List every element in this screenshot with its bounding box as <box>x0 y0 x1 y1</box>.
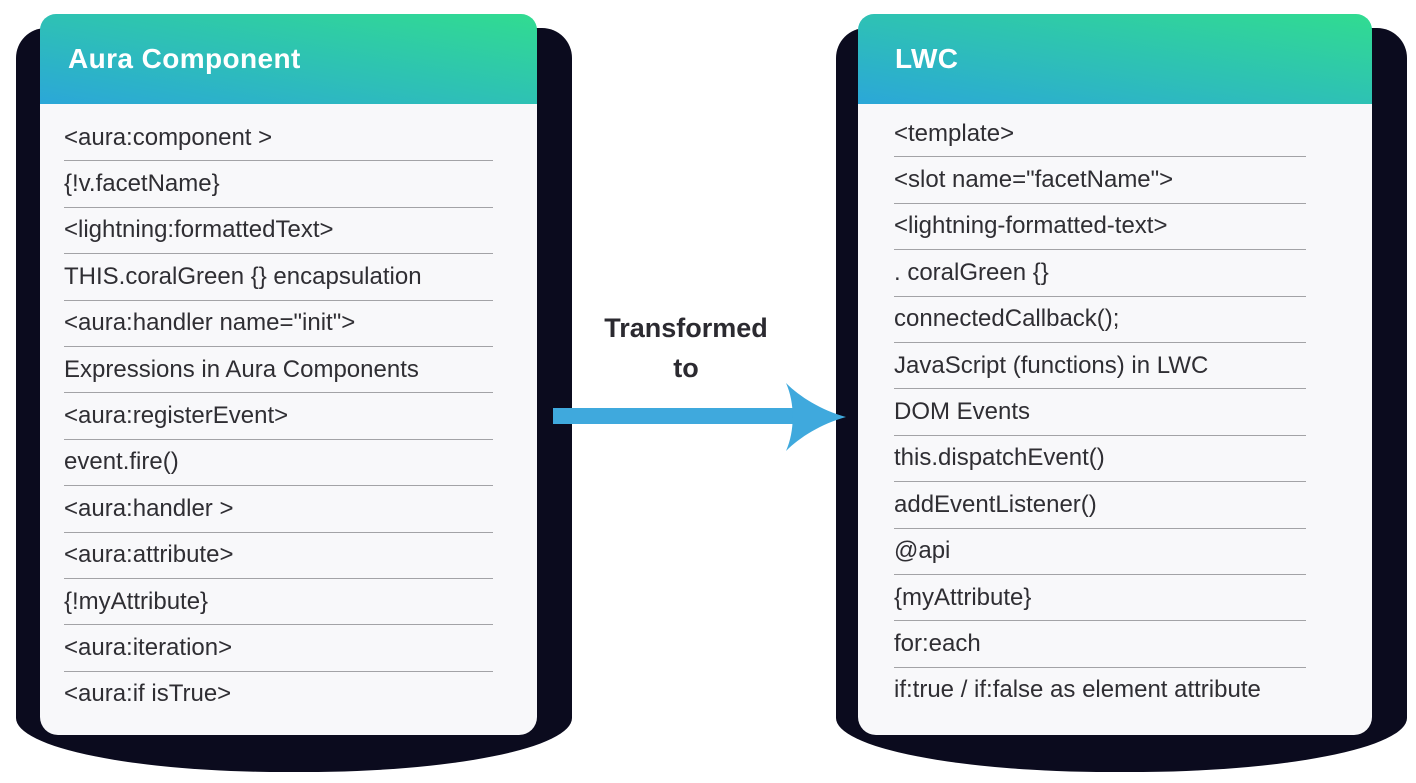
list-item: . coralGreen {} <box>894 250 1306 297</box>
list-item: <slot name="facetName"> <box>894 157 1306 204</box>
list-item: JavaScript (functions) in LWC <box>894 343 1306 390</box>
list-item: {!myAttribute} <box>64 579 493 626</box>
aura-card-header: Aura Component <box>40 14 537 104</box>
list-item: <aura:registerEvent> <box>64 393 493 440</box>
arrow-head <box>786 383 846 451</box>
list-item: Expressions in Aura Components <box>64 347 493 394</box>
list-item: <lightning:formattedText> <box>64 208 493 255</box>
aura-card-body: <aura:component >{!v.facetName}<lightnin… <box>40 104 537 735</box>
list-item: <aura:handler name="init"> <box>64 301 493 347</box>
list-item: for:each <box>894 621 1306 668</box>
list-item: {!v.facetName} <box>64 161 493 208</box>
transform-arrow-icon <box>553 383 846 451</box>
list-item: DOM Events <box>894 389 1306 436</box>
list-item: if:true / if:false as element attribute <box>894 676 1261 704</box>
list-item: connectedCallback(); <box>894 297 1306 343</box>
transform-block: Transformed to <box>556 308 816 388</box>
lwc-card-title: LWC <box>895 43 959 74</box>
aura-card-title: Aura Component <box>68 43 301 74</box>
list-item: <aura:iteration> <box>64 625 493 672</box>
transform-label: Transformed to <box>556 308 816 388</box>
arrow-shaft <box>553 408 793 424</box>
list-item: {myAttribute} <box>894 575 1306 622</box>
list-item: <aura:handler > <box>64 486 493 533</box>
list-item: addEventListener() <box>894 482 1306 529</box>
list-item: <template> <box>894 111 1306 158</box>
transform-label-line2: to <box>673 353 699 383</box>
list-item: @api <box>894 529 1306 575</box>
list-item: <aura:if isTrue> <box>64 680 232 708</box>
list-item: event.fire() <box>64 440 493 487</box>
lwc-card: LWC <template><slot name="facetName"><li… <box>858 14 1372 735</box>
transform-label-line1: Transformed <box>604 313 768 343</box>
list-item: <aura:attribute> <box>64 533 493 579</box>
lwc-feature-list: <template><slot name="facetName"><lightn… <box>858 104 1372 713</box>
list-item: THIS.coralGreen {} encapsulation <box>64 254 493 301</box>
list-item: <aura:component > <box>64 115 493 162</box>
list-item: <lightning-formatted-text> <box>894 204 1306 251</box>
aura-feature-list: <aura:component >{!v.facetName}<lightnin… <box>40 104 537 717</box>
aura-card: Aura Component <aura:component >{!v.face… <box>40 14 537 735</box>
list-item: this.dispatchEvent() <box>894 436 1306 483</box>
lwc-card-body: <template><slot name="facetName"><lightn… <box>858 104 1372 735</box>
lwc-card-header: LWC <box>858 14 1372 104</box>
